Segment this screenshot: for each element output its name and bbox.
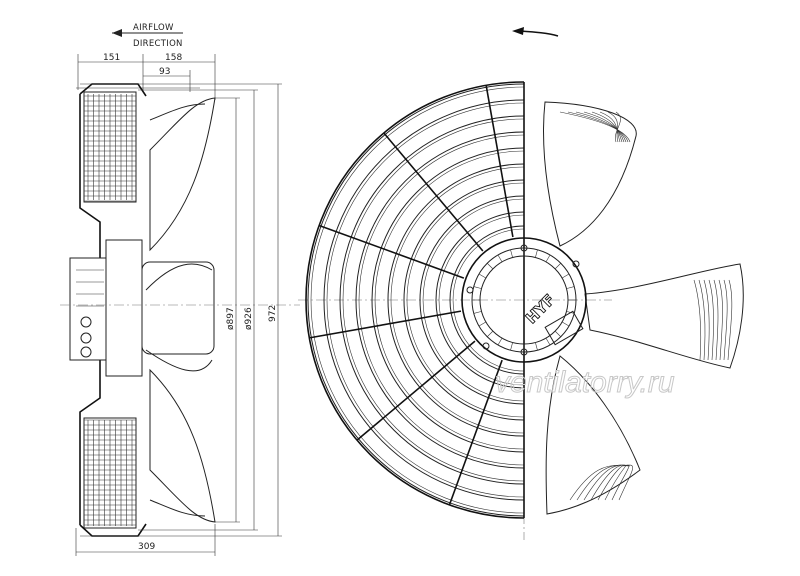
dim-93: 93 <box>159 67 170 77</box>
side-view: AIRFLOW DIRECTION 151 158 93 <box>60 23 300 556</box>
blades-side-profile <box>145 97 216 523</box>
fan-blades <box>543 101 744 515</box>
airflow-label-line2: DIRECTION <box>133 39 183 49</box>
blade-hatching <box>559 111 733 501</box>
bottom-dimension: 309 <box>75 524 216 556</box>
dim-897: ø897 <box>226 307 236 330</box>
dim-158: 158 <box>165 53 182 63</box>
top-dimensions: 151 158 93 <box>76 53 216 100</box>
watermark: ventilatorry.ru <box>495 366 675 399</box>
vertical-dimensions: ø897 ø926 972 <box>80 83 282 537</box>
brand-logo: HYF <box>522 291 559 328</box>
rotation-arrow <box>512 27 559 37</box>
front-guard <box>305 81 525 519</box>
guard-side-profile <box>79 83 147 537</box>
guard-bars <box>84 94 136 526</box>
dim-926: ø926 <box>244 307 254 330</box>
dim-972: 972 <box>268 305 278 322</box>
airflow-label-line1: AIRFLOW <box>133 23 174 33</box>
dim-151: 151 <box>103 53 120 63</box>
motor-side <box>69 239 215 377</box>
airflow-direction-arrow: AIRFLOW DIRECTION <box>112 23 183 49</box>
hub-fins <box>472 248 576 352</box>
front-view: HYF ventilatorry.ru <box>298 27 744 540</box>
dim-309: 309 <box>138 542 155 552</box>
